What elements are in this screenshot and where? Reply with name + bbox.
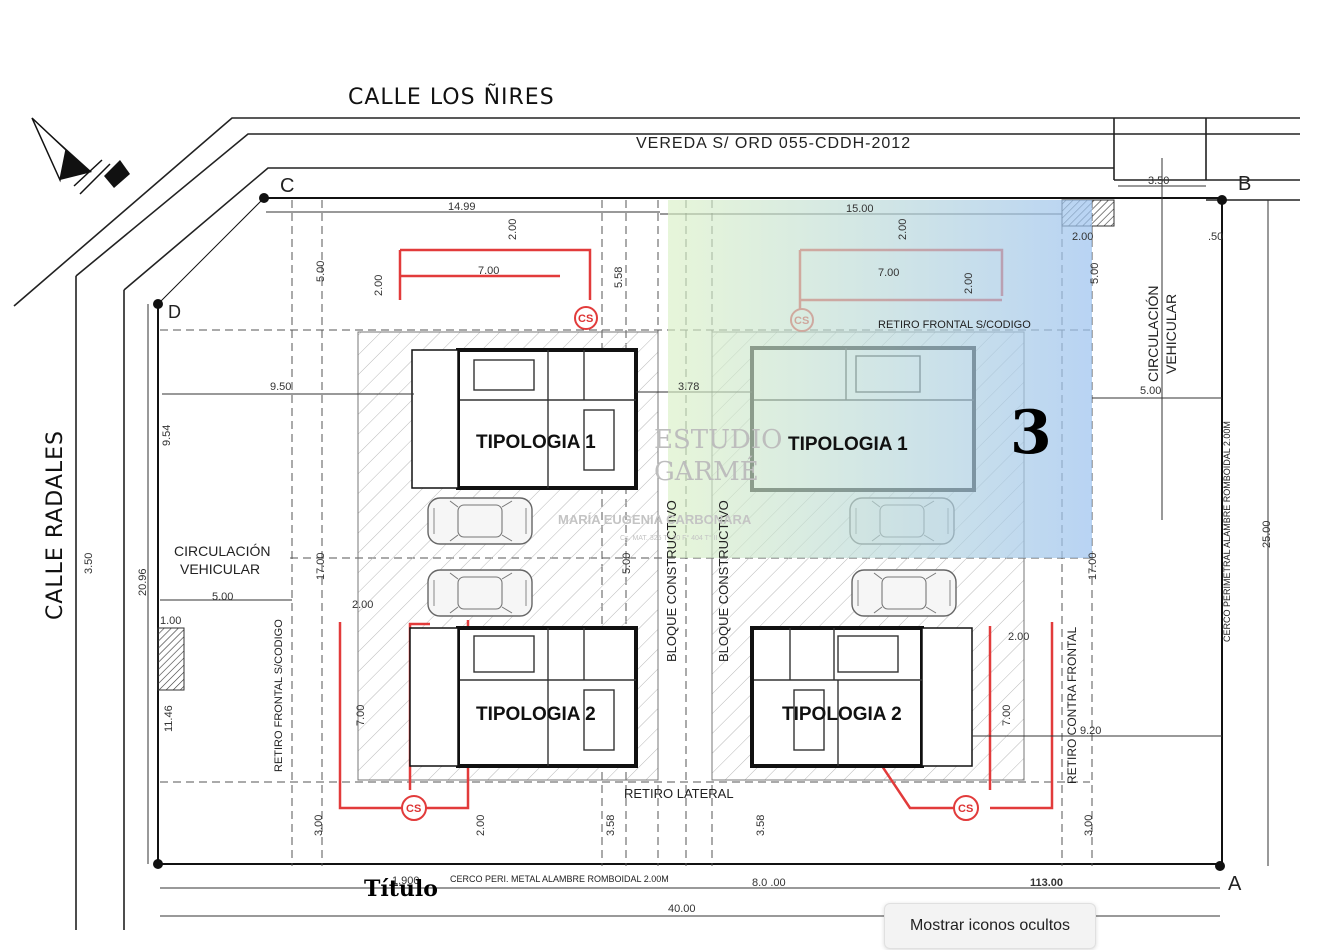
street-top-label: CALLE LOS ÑIRES <box>348 83 555 110</box>
svg-text:CS: CS <box>578 313 593 325</box>
dim-text: 5.00 <box>621 553 633 574</box>
dim-text: 2.00 <box>1008 631 1029 643</box>
unit-label: TIPOLOGIA 1 <box>788 434 908 455</box>
fence-label: CERCO PERI. METAL ALAMBRE ROMBOIDAL 2.00… <box>450 874 669 884</box>
dim-text: 9.20 <box>1080 725 1101 737</box>
setback-label: RETIRO FRONTAL S/CODIGO <box>273 619 285 772</box>
watermark-logo: ESTUDIO GARMÉ MARÍA EUGENIA CARBONARA Cs… <box>558 425 782 542</box>
unit-label: TIPOLOGIA 1 <box>476 432 596 453</box>
dim-text: 8.0 .00 <box>752 877 786 889</box>
dim-text: 3.50 <box>83 553 95 574</box>
dim-text: 25.00 <box>1261 520 1273 548</box>
dim-text: 3.00 <box>1083 815 1095 836</box>
dim-text: 1.00 <box>160 615 181 627</box>
dim-text: 3.58 <box>755 815 767 836</box>
dim-text: 2.00 <box>507 219 519 240</box>
dim-text: 40.00 <box>668 903 696 915</box>
dim-text: 5.00 <box>1089 263 1101 284</box>
svg-text:ESTUDIO: ESTUDIO <box>654 425 782 455</box>
setback-label: RETIRO LATERAL <box>624 786 734 801</box>
svg-text:Cs. MAT. 325 T° 20 F° 404 T° I: Cs. MAT. 325 T° 20 F° 404 T° II <box>620 534 718 542</box>
street-lines <box>13 117 1300 930</box>
dim-text: 2.00 <box>897 219 909 240</box>
dim-text: 2.00 <box>475 815 487 836</box>
circulation-label: VEHICULAR <box>1163 294 1179 374</box>
dim-text: 113.00 <box>1030 877 1063 889</box>
circulation-label: CIRCULACIÓN <box>1145 286 1161 382</box>
dim-text: 1.900 <box>392 875 420 887</box>
dim-text: 15.00 <box>846 203 874 215</box>
unit-label: TIPOLOGIA 2 <box>782 704 902 725</box>
dim-text: 9.50 <box>270 381 291 393</box>
dim-text: 3.00 <box>313 815 325 836</box>
lot-number: 3 <box>1010 398 1052 468</box>
dimension-texts: 14.99 15.00 3.50 2.00 .50 7.00 7.00 2.00… <box>83 175 1273 915</box>
dim-text: 11.46 <box>163 705 175 732</box>
north-arrow-icon <box>31 117 130 195</box>
block-label: BLOQUE CONSTRUCTIVO <box>664 500 679 662</box>
show-hidden-icons-tooltip[interactable]: Mostrar iconos ocultos <box>884 903 1096 949</box>
highlighted-lot <box>668 200 1092 558</box>
circulation-label: VEHICULAR <box>180 561 260 577</box>
dim-text: 7.00 <box>355 705 367 726</box>
corner-d: D <box>168 302 181 322</box>
dim-text: 3.78 <box>678 381 699 393</box>
svg-text:GARMÉ: GARMÉ <box>654 455 759 487</box>
dim-text: 2.00 <box>1072 231 1093 243</box>
dim-text: 9.54 <box>161 425 173 446</box>
circulation-label: CIRCULACIÓN <box>174 543 270 559</box>
dim-text: 5.00 <box>212 591 233 603</box>
svg-text:CS: CS <box>958 803 973 815</box>
dim-text: .50 <box>1208 231 1223 243</box>
setback-label: RETIRO FRONTAL S/CODIGO <box>878 319 1031 331</box>
dim-text: 7.00 <box>1001 705 1013 726</box>
corner-c: C <box>280 175 294 197</box>
dim-text: 17.00 <box>315 552 327 580</box>
fence-label: CERCO PERIMETRAL ALAMBRE ROMBOIDAL 2.00M <box>1222 421 1232 642</box>
corner-a: A <box>1228 873 1242 895</box>
title-placeholder[interactable]: Título <box>364 876 438 902</box>
setback-label: RETIRO CONTRA FRONTAL <box>1065 627 1079 784</box>
street-left-label: CALLE RADALES <box>43 430 68 620</box>
corner-marks <box>153 193 1227 871</box>
dim-text: 7.00 <box>478 265 499 277</box>
dim-text: 3.50 <box>1148 175 1169 187</box>
svg-text:MARÍA EUGENIA CARBONARA: MARÍA EUGENIA CARBONARA <box>558 512 752 527</box>
dim-text: 20.96 <box>137 568 149 596</box>
dim-text: 14.99 <box>448 201 476 213</box>
unit-label: TIPOLOGIA 2 <box>476 704 596 725</box>
corner-b: B <box>1238 173 1251 195</box>
svg-text:CS: CS <box>406 803 421 815</box>
dimension-lines <box>147 158 1269 917</box>
dim-text: 7.00 <box>878 267 899 279</box>
dim-text: 5.00 <box>1140 385 1161 397</box>
dim-text: 2.00 <box>963 273 975 294</box>
dim-text: 3.58 <box>605 815 617 836</box>
dim-text: 17.00 <box>1087 552 1099 580</box>
block-label: BLOQUE CONSTRUCTIVO <box>716 500 731 662</box>
dim-text: 5.00 <box>315 261 327 282</box>
dim-text: 5.58 <box>613 267 625 288</box>
sidewalk-label: VEREDA S/ ORD 055-CDDH-2012 <box>636 135 911 152</box>
dim-text: 2.00 <box>352 599 373 611</box>
dim-text: 2.00 <box>373 275 385 296</box>
